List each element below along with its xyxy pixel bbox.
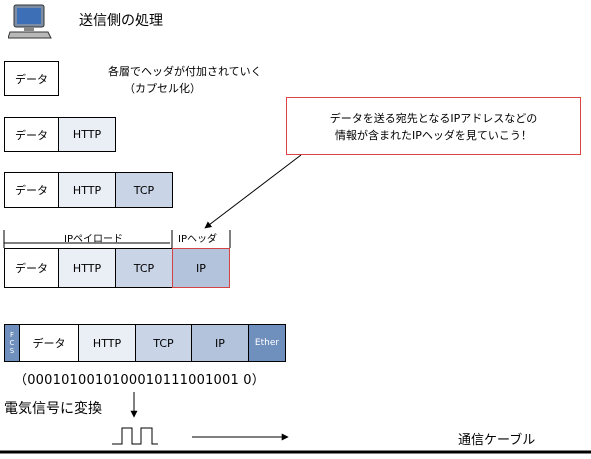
conversion-label: 電気信号に変換 — [4, 401, 102, 417]
ip-cell: IP — [191, 324, 249, 362]
payload-bracket — [3, 230, 231, 248]
callout-line-1: データを送る宛先となるIPアドレスなどの — [329, 112, 538, 125]
callout-box: データを送る宛先となるIPアドレスなどの 情報が含まれたIPヘッダを見ていこう！ — [286, 97, 581, 155]
data-cell: データ — [4, 61, 59, 96]
cable-label: 通信ケーブル — [458, 433, 536, 448]
bit-string: （0001010010100010111001001 0） — [14, 373, 265, 388]
data-cell: データ — [4, 117, 59, 152]
tcp-cell: TCP — [135, 324, 192, 362]
ether-cell: Ether — [248, 324, 286, 362]
callout-line-2: 情報が含まれたIPヘッダを見ていこう！ — [335, 129, 532, 142]
callout-arrow — [204, 154, 302, 229]
data-cell: データ — [4, 248, 59, 288]
signal-waveform — [112, 427, 158, 445]
data-cell: データ — [19, 324, 79, 362]
encapsulation-label: 各層でヘッダが付加されていく — [108, 65, 262, 78]
tcp-cell: TCP — [115, 172, 173, 208]
data-cell: データ — [4, 172, 59, 208]
page-title: 送信側の処理 — [79, 13, 163, 29]
ip-header-cell: IP — [172, 248, 230, 288]
http-cell: HTTP — [58, 248, 116, 288]
http-cell: HTTP — [58, 117, 116, 152]
ip-header-label: IPヘッダ — [178, 234, 217, 245]
http-cell: HTTP — [78, 324, 136, 362]
encapsulation-sublabel: （カプセル化） — [124, 82, 201, 95]
http-cell: HTTP — [58, 172, 116, 208]
ip-payload-label: IPペイロード — [64, 234, 123, 245]
computer-icon — [8, 4, 52, 39]
